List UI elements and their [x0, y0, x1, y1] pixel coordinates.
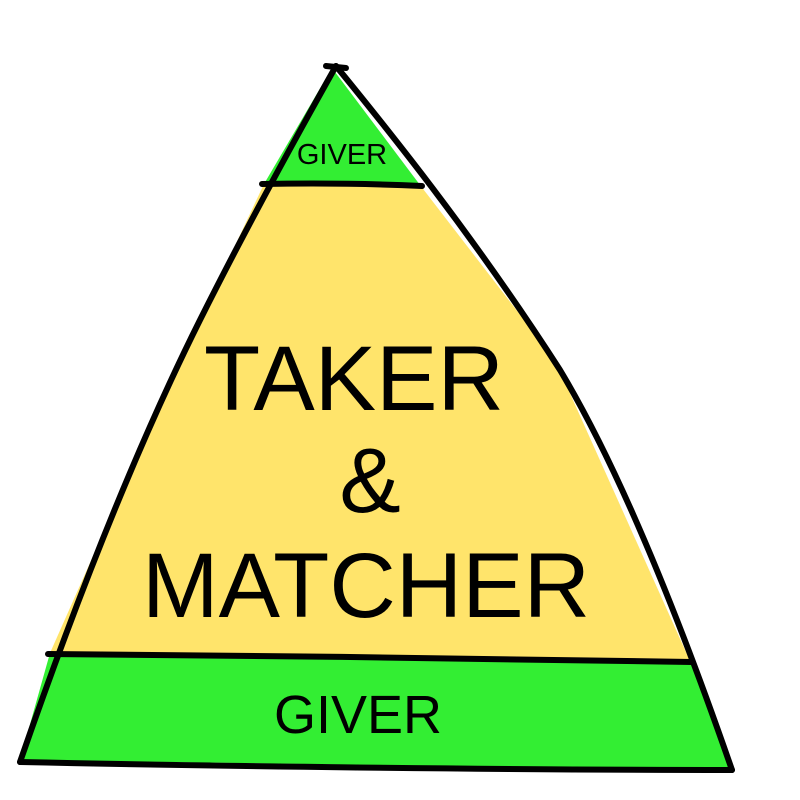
middle-tier-label-line2: &: [339, 430, 400, 532]
top-divider: [259, 180, 425, 189]
apex-mark: [323, 63, 349, 71]
top-tier-label: GIVER: [297, 139, 387, 171]
middle-tier-label-line3: MATCHER: [142, 535, 590, 637]
middle-tier-label-line1: TAKER: [204, 328, 504, 430]
top-tier: [264, 68, 420, 185]
right-edge: [333, 63, 735, 773]
bottom-divider: [45, 651, 695, 665]
bottom-tier: [20, 653, 730, 770]
base-edge: [17, 759, 735, 773]
bottom-tier-label: GIVER: [274, 685, 442, 745]
left-edge: [17, 63, 339, 765]
pyramid-outline: [17, 63, 735, 773]
